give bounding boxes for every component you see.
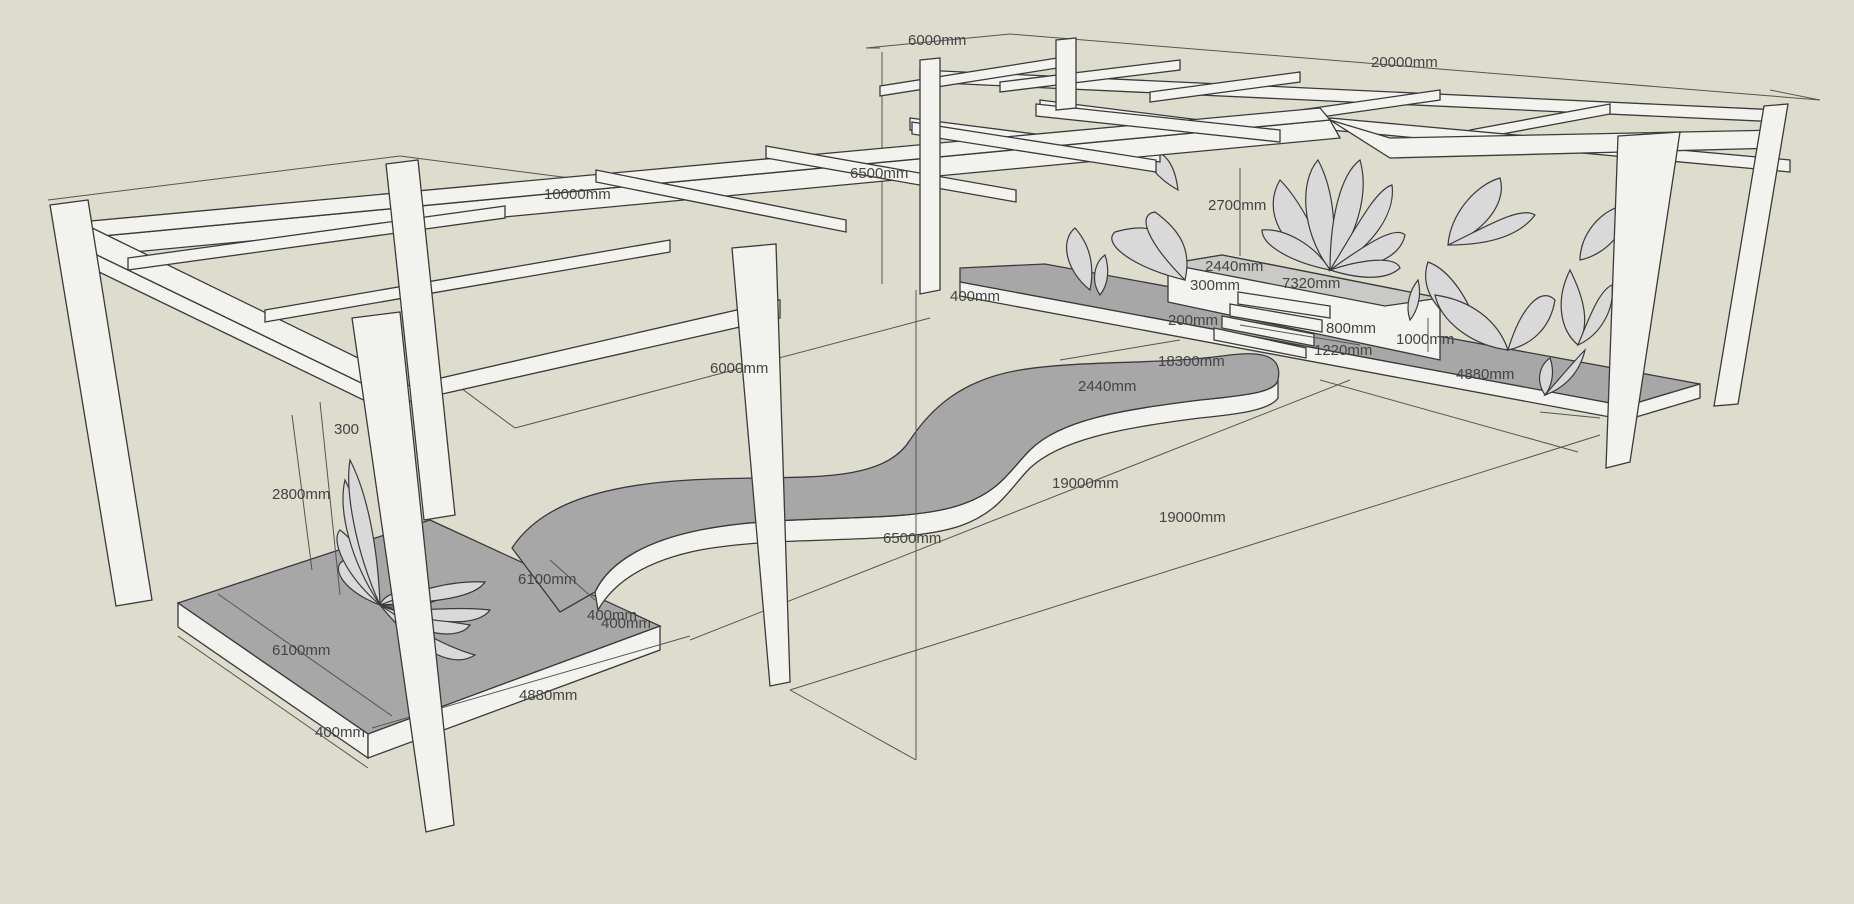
dim-18300: 18300mm <box>1158 353 1225 370</box>
dim-2440-path: 2440mm <box>1078 378 1136 395</box>
dim-400-left: 400mm <box>315 724 365 741</box>
dim-2800: 2800mm <box>272 486 330 503</box>
dim-200: 200mm <box>1168 312 1218 329</box>
dim-7320: 7320mm <box>1282 275 1340 292</box>
pergola-posts <box>49 37 1789 833</box>
dim-10000-front: 10000mm <box>544 186 611 203</box>
dim-2700: 2700mm <box>1208 197 1266 214</box>
dim-4880-back: 4880mm <box>1456 366 1514 383</box>
dim-800: 800mm <box>1326 320 1376 337</box>
dim-1220: 1220mm <box>1314 342 1372 359</box>
dim-400-path-a: 400mm <box>587 607 637 624</box>
dim-6500-front: 6500mm <box>883 530 941 547</box>
dim-4880-left: 4880mm <box>519 687 577 704</box>
dim-6100-path: 6100mm <box>518 571 576 588</box>
dim-400-path-b: 400mm <box>601 615 651 632</box>
dim-6000-top: 6000mm <box>908 32 966 49</box>
dim-2440-step: 2440mm <box>1205 258 1263 275</box>
curved-path <box>511 353 1280 613</box>
fan-sculpture-left <box>336 458 492 661</box>
stairs <box>1213 291 1331 359</box>
dim-20000-top: 20000mm <box>1371 54 1438 71</box>
dim-19000-b: 19000mm <box>1159 509 1226 526</box>
dim-300-step: 300mm <box>1190 277 1240 294</box>
dim-400-back: 400mm <box>950 288 1000 305</box>
dim-300-left: 300 <box>334 421 359 438</box>
dim-19000-a: 19000mm <box>1052 475 1119 492</box>
leaf-sculptures-back <box>1066 151 1627 397</box>
dim-6100-left: 6100mm <box>272 642 330 659</box>
dim-1000: 1000mm <box>1396 331 1454 348</box>
dim-6000-front: 6000mm <box>710 360 768 377</box>
dimension-labels: 6000mm 20000mm 10000mm 6500mm 6000mm 270… <box>272 32 1514 741</box>
dim-6500-back: 6500mm <box>850 165 908 182</box>
fan-sculpture-center <box>1261 158 1406 278</box>
